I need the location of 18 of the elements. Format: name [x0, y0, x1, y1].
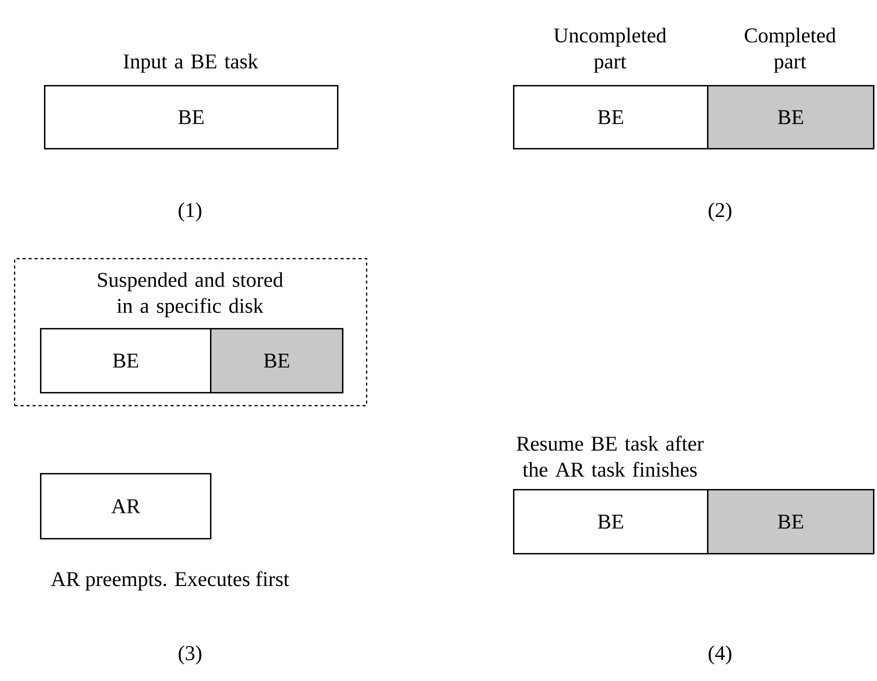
- caption-text: AR preempts. Executes first: [50, 571, 290, 590]
- panel-number: (3): [178, 645, 202, 665]
- panel-number: (4): [708, 645, 732, 665]
- task-box: BE: [44, 85, 338, 150]
- task-box: BE: [513, 489, 708, 554]
- task-box: BE: [513, 85, 708, 150]
- heading-text: Resume BE task after the AR task finishes: [516, 436, 704, 477]
- task-box: BE: [707, 489, 874, 554]
- task-box: BE: [40, 328, 212, 394]
- panel-number: (1): [178, 202, 202, 222]
- task-box: BE: [210, 328, 344, 394]
- task-box: BE: [707, 85, 874, 150]
- task-box: AR: [40, 473, 212, 540]
- heading-text: Suspended and stored in a specific disk: [98, 272, 284, 318]
- heading-text: Completed part: [744, 28, 836, 73]
- heading-text: Input a BE task: [124, 54, 258, 73]
- panel-number: (2): [708, 202, 732, 222]
- heading-text: Uncompleted part: [554, 28, 666, 73]
